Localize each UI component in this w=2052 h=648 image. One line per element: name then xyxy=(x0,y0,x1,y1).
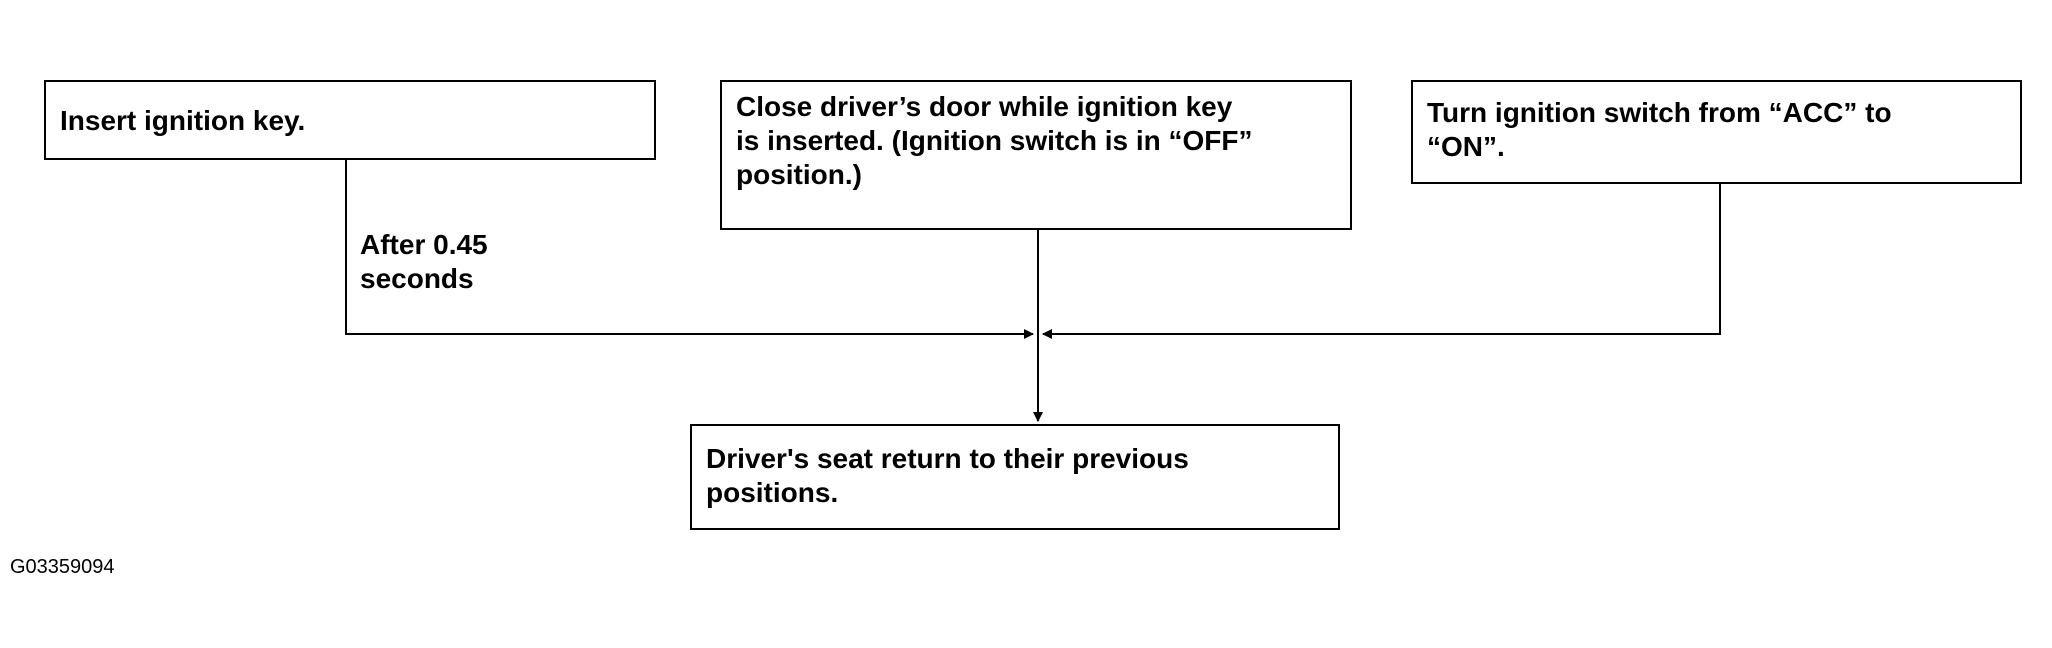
delay-label: After 0.45 seconds xyxy=(360,229,488,294)
connector-insert-key xyxy=(345,160,1034,339)
result-seat-return: Driver's seat return to their previous p… xyxy=(690,424,1340,530)
step-insert-ignition-key: Insert ignition key. xyxy=(44,80,656,160)
step-turn-ignition-switch: Turn ignition switch from “ACC” to “ON”. xyxy=(1411,80,2022,184)
step-close-drivers-door: Close driver’s door while ignition key i… xyxy=(720,80,1352,230)
figure-id: G03359094 xyxy=(10,556,115,578)
connector-turn-switch xyxy=(1042,184,1721,339)
